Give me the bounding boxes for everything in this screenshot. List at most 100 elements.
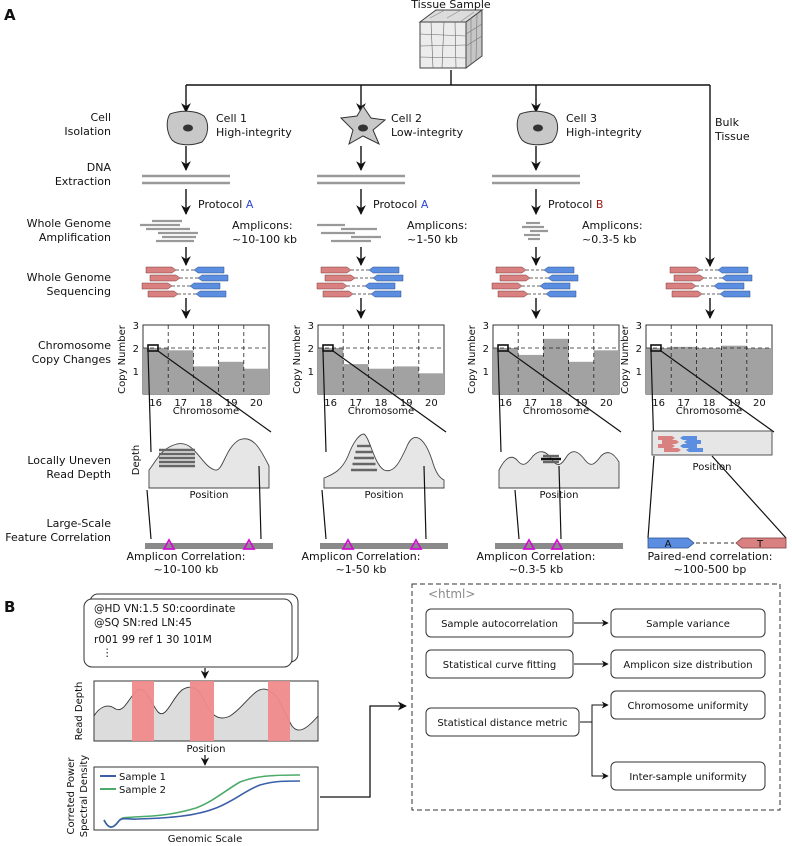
forward-read bbox=[658, 436, 675, 440]
flow-node-amplicon-size-distribution bbox=[610, 649, 766, 679]
y-axis-label: Copy Number bbox=[467, 324, 478, 394]
reverse-read bbox=[721, 274, 753, 282]
reverse-read bbox=[368, 266, 400, 274]
row-label: Cell bbox=[90, 111, 111, 124]
forward-read bbox=[658, 444, 675, 448]
reverse-read bbox=[735, 537, 787, 549]
zoom-line bbox=[332, 350, 447, 433]
x-tick-label: 18 bbox=[703, 398, 716, 409]
row-label: Copy Changes bbox=[32, 353, 112, 366]
x-tick-label: 17 bbox=[524, 398, 537, 409]
psd-xlabel: Genomic Scale bbox=[168, 834, 242, 845]
bar bbox=[168, 350, 194, 394]
psd-ylabel-2: Spectral Density bbox=[79, 755, 90, 838]
forward-read bbox=[647, 537, 695, 549]
x-axis-label: Chromosome bbox=[348, 406, 414, 417]
flow-node-sample-autocorrelation bbox=[425, 608, 574, 638]
x-axis-label: Chromosome bbox=[523, 406, 589, 417]
feature-correlation: Amplicon Correlation:~0.3-5 kb bbox=[477, 465, 623, 576]
row-label: Chromosome bbox=[38, 339, 111, 352]
row-labels: Cell Isolation DNA Extraction Whole Geno… bbox=[5, 111, 111, 544]
reverse-read bbox=[197, 274, 229, 282]
reverse-read bbox=[717, 266, 749, 274]
genome-segment bbox=[145, 543, 273, 549]
forward-read bbox=[495, 266, 527, 274]
correlation-label: Amplicon Correlation: bbox=[127, 550, 246, 563]
read-depth-xlabel: Position bbox=[187, 744, 226, 755]
x-axis-label: Chromosome bbox=[173, 406, 239, 417]
zoom-line bbox=[322, 350, 327, 453]
correlation-range: ~1-50 kb bbox=[335, 563, 386, 576]
analysis-box: <html> Sample autocorrelation Sample var… bbox=[411, 583, 781, 811]
zoom-line bbox=[147, 350, 152, 453]
x-tick-label: 16 bbox=[499, 398, 512, 409]
read-depth-ylabel: Read Depth bbox=[74, 682, 85, 741]
reverse-read bbox=[372, 274, 404, 282]
x-tick-label: 20 bbox=[425, 398, 438, 409]
row-label: Amplification bbox=[39, 231, 111, 244]
y-tick-label: 1 bbox=[308, 367, 314, 378]
copy-number-plot: 1231617181920ChromosomeCopy Number bbox=[620, 321, 773, 417]
cell-nucleus bbox=[183, 124, 193, 132]
y-axis-label: Copy Number bbox=[620, 324, 631, 394]
x-tick-label: 17 bbox=[174, 398, 187, 409]
cell-icon bbox=[166, 110, 209, 146]
forward-read bbox=[662, 440, 679, 444]
zoom-line bbox=[497, 350, 502, 453]
reverse-read bbox=[680, 444, 697, 448]
correlation-label: Amplicon Correlation: bbox=[477, 550, 596, 563]
depth-area bbox=[148, 438, 270, 489]
amplicons-label: Amplicons: bbox=[582, 219, 643, 232]
tissue-sample-label: Tissue Sample bbox=[410, 0, 491, 11]
row-label: DNA bbox=[87, 161, 112, 174]
zoom-line bbox=[507, 350, 622, 433]
reverse-read bbox=[686, 448, 703, 452]
psd-ylabel-1: Correted Power bbox=[66, 757, 77, 835]
flow-node-text: Chromosome uniformity bbox=[628, 701, 749, 712]
amplicons-label: Amplicons: bbox=[232, 219, 293, 232]
psd-plot: Sample 1 Sample 2 Correted Power Spectra… bbox=[66, 755, 319, 845]
x-tick-label: 20 bbox=[600, 398, 613, 409]
flow-node-text: Sample variance bbox=[646, 619, 730, 630]
amplicons-range: ~10-100 kb bbox=[232, 233, 297, 246]
reverse-read bbox=[680, 436, 697, 440]
bulk-label-line2: Tissue bbox=[714, 130, 750, 143]
zoom-box bbox=[497, 344, 509, 352]
highlight-region bbox=[190, 681, 214, 741]
reverse-read bbox=[370, 290, 402, 298]
y-tick-label: 3 bbox=[133, 321, 139, 332]
x-tick-label: 20 bbox=[250, 398, 263, 409]
bar bbox=[721, 345, 747, 394]
bar bbox=[568, 361, 594, 394]
reverse-read bbox=[189, 282, 221, 290]
forward-read bbox=[324, 274, 356, 282]
sequencing-reads bbox=[316, 266, 404, 298]
bulk-label-line1: Bulk bbox=[715, 116, 740, 129]
correlation-label: Amplicon Correlation: bbox=[302, 550, 421, 563]
depth-x-label: Position bbox=[693, 462, 732, 473]
flow-node-text: Statistical curve fitting bbox=[443, 660, 556, 671]
row-label: Large-Scale bbox=[46, 517, 111, 530]
protocol-word: Protocol bbox=[198, 198, 242, 211]
panel-a-label: A bbox=[4, 6, 16, 24]
flow-arrow bbox=[591, 722, 609, 780]
flow-node-sample-variance bbox=[610, 608, 766, 638]
highlight-region bbox=[132, 681, 154, 741]
row-label: Feature Correlation bbox=[5, 531, 111, 544]
cell-name: Cell 1 bbox=[216, 112, 247, 125]
flow-node-text: Amplicon size distribution bbox=[623, 660, 752, 671]
correlation-line bbox=[711, 455, 787, 539]
protocol-label: Protocol B bbox=[548, 198, 603, 211]
copy-number-plot: 1231617181920ChromosomeCopy Number bbox=[117, 321, 270, 417]
bar bbox=[243, 368, 269, 394]
forward-read bbox=[141, 282, 173, 290]
zoom-box bbox=[650, 344, 662, 352]
protocol-letter: A bbox=[246, 198, 254, 211]
bar bbox=[746, 348, 772, 394]
sequencing-reads bbox=[141, 266, 229, 298]
depth-y-label: Depth bbox=[131, 445, 142, 475]
row-label: Extraction bbox=[55, 175, 111, 188]
